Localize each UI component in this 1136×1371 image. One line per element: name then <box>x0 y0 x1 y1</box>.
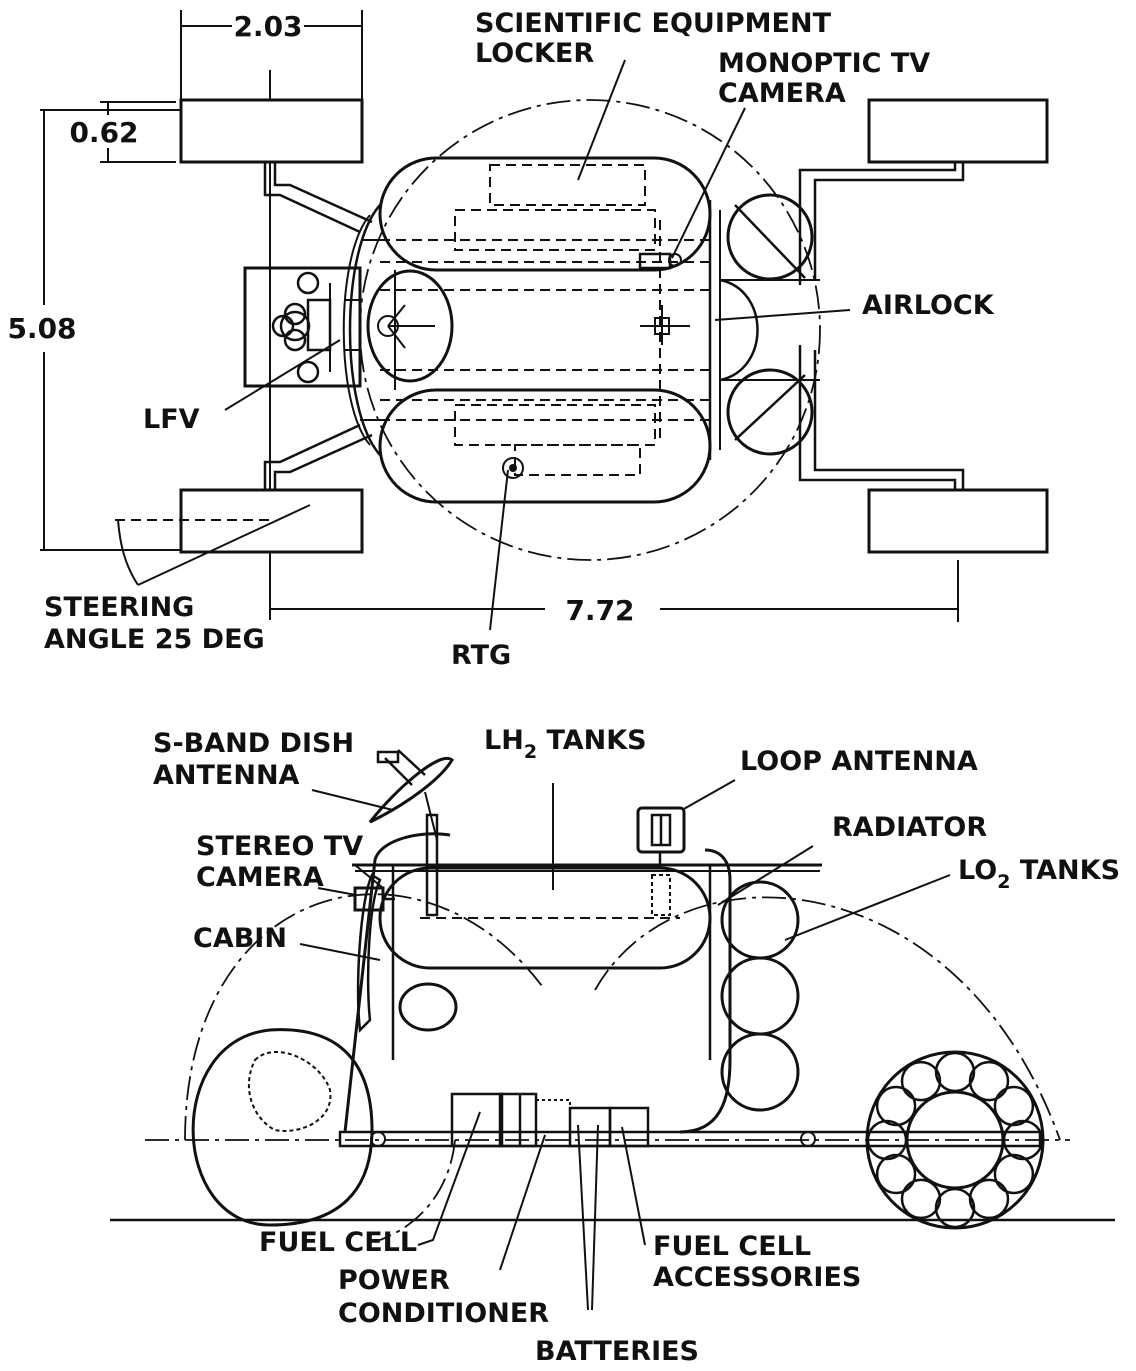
label-stereo-1: STEREO TV <box>196 831 363 862</box>
cabin-window <box>398 982 458 1032</box>
label-fuel-acc-1: FUEL CELL <box>653 1231 811 1262</box>
wheel-roller <box>993 1085 1035 1127</box>
strut-top <box>734 204 806 279</box>
lo2-tank-1 <box>720 880 800 960</box>
body-outline <box>359 99 821 561</box>
label-steering-1: STEERING <box>44 592 194 623</box>
wheel-roller <box>934 1187 976 1229</box>
cab-front <box>348 204 381 456</box>
wheel-roller <box>866 1119 908 1161</box>
wheel-roller <box>900 1178 942 1220</box>
dim-7-72: 7.72 <box>269 70 959 627</box>
front-wheel <box>191 1028 374 1227</box>
wheel-roller <box>900 1060 942 1102</box>
wheel-rear-left <box>867 98 1049 164</box>
dim-0-62: 0.62 <box>69 101 176 163</box>
wheel-roller <box>875 1153 917 1195</box>
label-loop-antenna: LOOP ANTENNA <box>740 746 978 777</box>
label-lfv: LFV <box>143 404 200 435</box>
front-envelope <box>184 893 546 1141</box>
cabin-front-wall <box>343 832 451 1133</box>
label-cabin: CABIN <box>193 923 287 954</box>
front-wheel-arc <box>379 1139 456 1241</box>
wheel-front-left <box>179 98 364 164</box>
lo2-tank-2 <box>720 956 800 1036</box>
label-lo2-tanks: LO2 TANKS <box>958 855 1120 893</box>
label-monoptic-1: MONOPTIC TV <box>718 48 930 79</box>
lo2-tank-top <box>726 193 814 281</box>
label-fuel-acc-2: ACCESSORIES <box>653 1262 861 1293</box>
hatch-line-3 <box>387 325 406 349</box>
side-leaders <box>299 779 951 1311</box>
label-scientific-locker-2: LOCKER <box>475 38 594 69</box>
label-power-2: CONDITIONER <box>338 1298 549 1329</box>
front-hatch <box>366 269 454 383</box>
suspension-arms <box>263 162 965 490</box>
label-sband-2: ANTENNA <box>153 760 300 791</box>
dim-5-08-label: 5.08 <box>7 312 76 345</box>
sband-antenna <box>368 749 454 917</box>
label-steering-2: ANGLE 25 DEG <box>44 624 265 655</box>
dim-2-03: 2.03 <box>180 10 363 100</box>
wheel-roller <box>875 1085 917 1127</box>
rear-axle-hub <box>800 1131 816 1147</box>
stereo-camera <box>353 864 395 912</box>
lo2-tank-3 <box>720 1032 800 1112</box>
label-power-1: POWER <box>338 1265 450 1296</box>
wheel-roller <box>934 1051 976 1093</box>
rtg-core <box>509 464 517 472</box>
lo2-tank-bottom <box>726 368 814 456</box>
label-fuel-cell: FUEL CELL <box>259 1227 417 1258</box>
label-monoptic-2: CAMERA <box>718 78 846 109</box>
airlock-hatch <box>719 278 759 382</box>
rtg-symbol <box>502 457 524 479</box>
top-view: 2.03 0.62 5.08 7.72 <box>7 8 1049 671</box>
internal-equipment <box>380 164 710 476</box>
dim-0-62-label: 0.62 <box>69 116 138 149</box>
cabin-door <box>356 873 382 1033</box>
label-batteries: BATTERIES <box>535 1336 699 1367</box>
rear-wheel <box>865 1050 1045 1230</box>
hatch-line-2 <box>387 304 406 327</box>
dim-7-72-label: 7.72 <box>565 594 634 627</box>
label-rtg: RTG <box>451 640 511 671</box>
label-radiator: RADIATOR <box>832 812 987 843</box>
label-sband-1: S-BAND DISH <box>153 728 354 759</box>
wheel-roller <box>1002 1119 1044 1161</box>
strut-bottom <box>734 374 806 441</box>
lower-tank <box>378 388 712 504</box>
chassis-beam <box>338 1130 1042 1148</box>
front-wheel-astronaut <box>247 1050 332 1132</box>
cabin-rear-wall <box>679 848 732 1134</box>
front-axle-hub <box>370 1131 386 1147</box>
rear-envelope <box>594 896 1061 1141</box>
dim-2-03-label: 2.03 <box>233 10 302 43</box>
airlock-crosshair <box>640 305 690 345</box>
chassis-equipment <box>450 1092 650 1148</box>
label-stereo-2: CAMERA <box>196 862 324 893</box>
top-leaders <box>115 59 851 631</box>
loop-antenna <box>636 806 686 916</box>
wheel-roller <box>993 1153 1035 1195</box>
wheel-roller <box>968 1178 1010 1220</box>
label-lh2-tanks: LH2 TANKS <box>484 725 647 763</box>
label-scientific-locker-1: SCIENTIFIC EQUIPMENT <box>475 8 832 39</box>
wheel-front-right <box>179 488 364 554</box>
cab-front-inner <box>342 214 371 446</box>
wheel-roller <box>968 1060 1010 1102</box>
lfv-vehicle <box>243 266 362 388</box>
wheel-rear-right <box>867 488 1049 554</box>
label-airlock: AIRLOCK <box>862 290 995 321</box>
dim-5-08: 5.08 <box>7 109 180 551</box>
side-view: S-BAND DISH ANTENNA LH2 TANKS LOOP ANTEN… <box>110 725 1120 1367</box>
